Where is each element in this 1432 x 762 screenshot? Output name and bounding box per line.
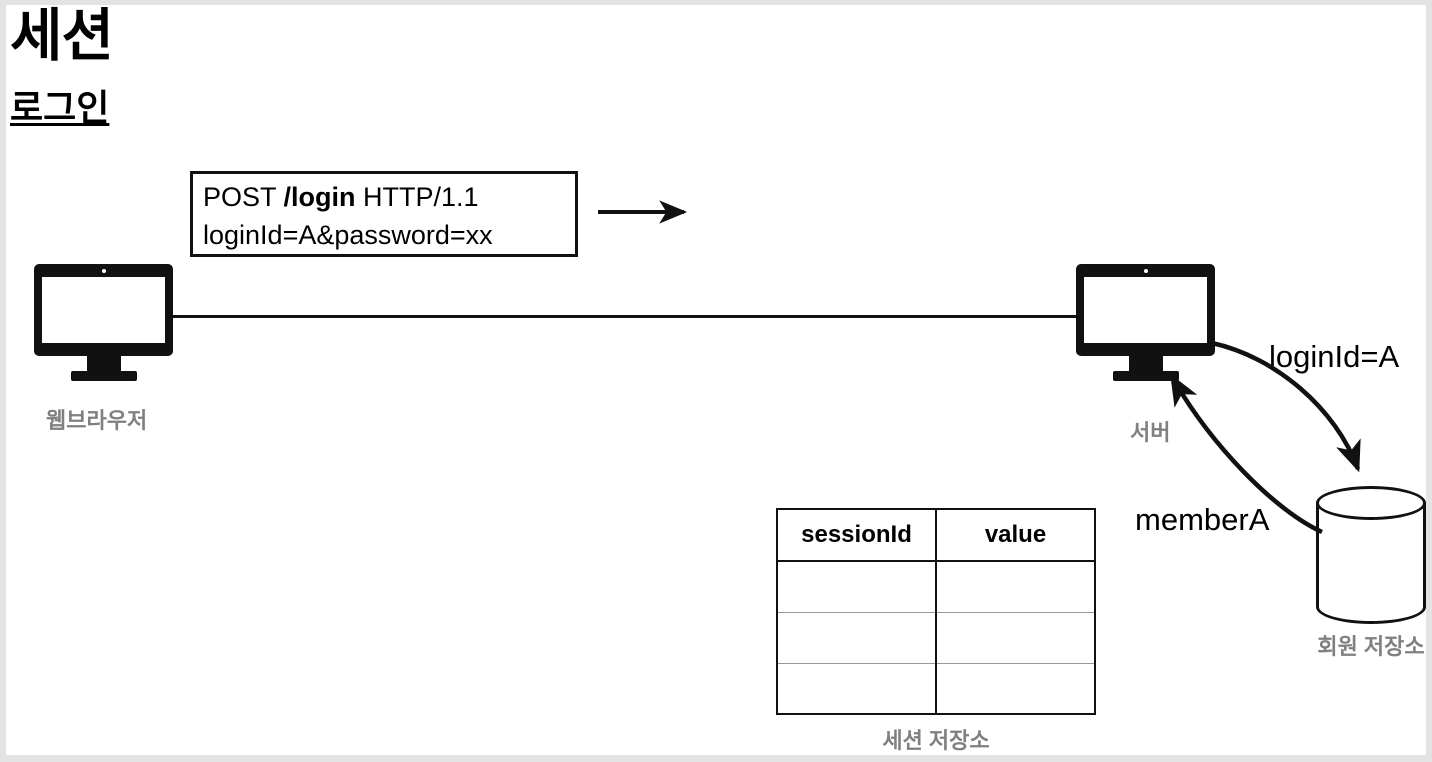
monitor-base [1112, 371, 1179, 381]
web-browser-monitor-icon [34, 264, 173, 381]
web-browser-label: 웹브라우저 [46, 408, 148, 433]
cell-value [935, 611, 1096, 664]
monitor-camera-dot [101, 269, 106, 273]
http-method-path-prefix: POST [203, 182, 284, 212]
cylinder-body [1316, 503, 1426, 607]
table-row [776, 662, 1096, 715]
server-to-db-arrow-label: loginId=A [1269, 339, 1400, 374]
page-subtitle: 로그인 [10, 87, 110, 128]
cylinder-top-ellipse [1316, 486, 1426, 520]
session-store-label: 세션 저장소 [882, 728, 990, 753]
cell-sessionid [776, 611, 937, 664]
monitor-neck [1128, 356, 1163, 374]
monitor-screen [1084, 277, 1207, 343]
monitor-base [70, 371, 137, 381]
http-request-line-1: POST /login HTTP/1.1 [203, 178, 575, 216]
table-row [776, 611, 1096, 664]
http-path: /login [283, 182, 356, 212]
cell-value [935, 560, 1096, 613]
page-title: 세션 [10, 5, 114, 68]
monitor-bezel [1076, 264, 1215, 356]
monitor-neck [86, 356, 121, 374]
server-label: 서버 [1130, 420, 1171, 445]
session-store-table: sessionId value [776, 508, 1096, 715]
cell-value [935, 662, 1096, 715]
monitor-screen [42, 277, 165, 343]
monitor-camera-dot [1143, 269, 1148, 273]
member-store-database-cylinder-icon [1316, 486, 1426, 624]
monitor-bezel [34, 264, 173, 356]
column-header-sessionid: sessionId [776, 508, 937, 562]
server-monitor-icon [1076, 264, 1215, 381]
http-version: HTTP/1.1 [355, 182, 479, 212]
table-row [776, 560, 1096, 613]
browser-server-connection-line [173, 315, 1077, 318]
cell-sessionid [776, 560, 937, 613]
http-request-box: POST /login HTTP/1.1 loginId=A&password=… [190, 171, 578, 257]
table-header-row: sessionId value [776, 508, 1096, 562]
column-header-value: value [935, 508, 1096, 562]
db-to-server-arrow-label: memberA [1135, 502, 1270, 537]
member-store-label: 회원 저장소 [1317, 634, 1425, 659]
http-request-body: loginId=A&password=xx [203, 220, 493, 251]
slide-canvas: 세션 로그인 POST /login HTTP/1.1 loginId=A&pa… [6, 5, 1426, 755]
cell-sessionid [776, 662, 937, 715]
